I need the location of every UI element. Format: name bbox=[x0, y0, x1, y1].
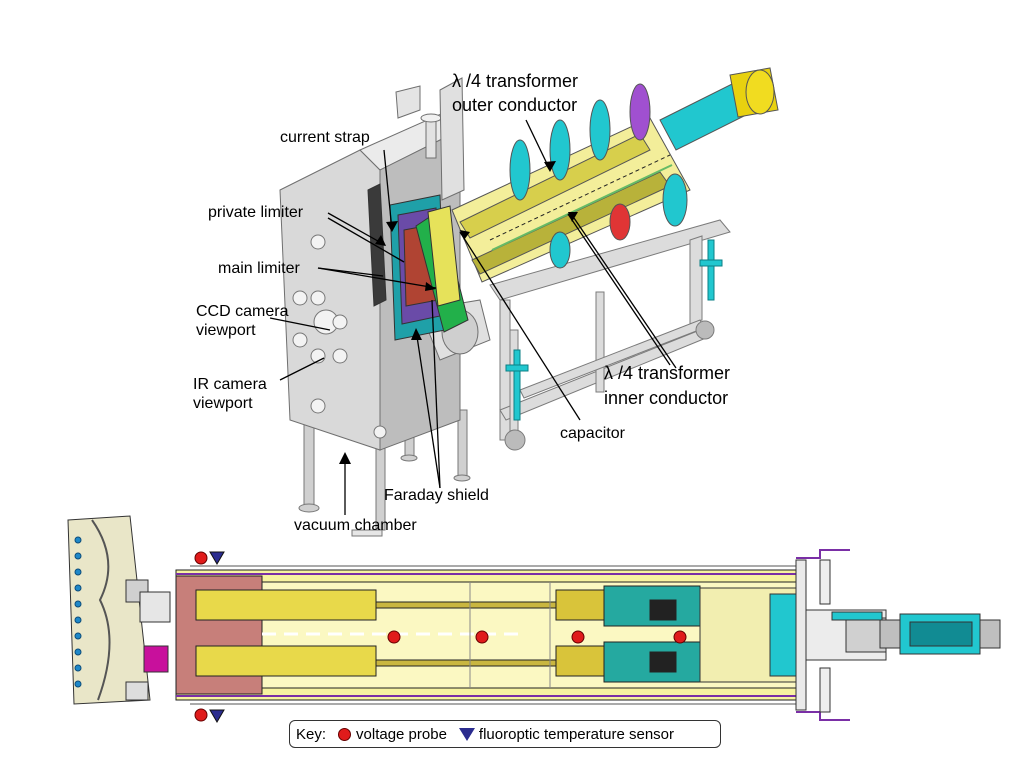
label-transformer-outer-2: outer conductor bbox=[452, 95, 578, 115]
voltage-probe-bottom bbox=[194, 708, 208, 722]
temperature-sensors bbox=[209, 551, 225, 723]
temperature-sensor-top bbox=[209, 551, 225, 565]
label-current-strap: current strap bbox=[280, 129, 370, 146]
legend-key: Key: voltage probe fluoroptic temperatur… bbox=[289, 720, 721, 748]
label-ccd-camera-1: CCD camera bbox=[196, 303, 289, 320]
label-transformer-outer-1: λ /4 transformer bbox=[452, 71, 579, 91]
temperature-sensor-bottom bbox=[209, 709, 225, 723]
label-ir-camera-1: IR camera bbox=[193, 376, 267, 393]
feedthrough-section bbox=[699, 549, 1001, 721]
annotation-arrows bbox=[269, 119, 677, 515]
voltage-probe-3 bbox=[571, 630, 585, 644]
key-temperature-sensor: fluoroptic temperature sensor bbox=[478, 725, 675, 743]
arrow-heads bbox=[339, 161, 578, 464]
voltage-probe-4 bbox=[673, 630, 687, 644]
label-vacuum-chamber: vacuum chamber bbox=[294, 517, 417, 534]
transformer-coax bbox=[451, 67, 779, 283]
label-private-limiter: private limiter bbox=[208, 204, 304, 221]
coax-body bbox=[175, 565, 797, 705]
temperature-sensor-icon bbox=[458, 727, 475, 741]
label-transformer-inner-1: λ /4 transformer bbox=[604, 363, 731, 383]
support-frame bbox=[489, 219, 731, 451]
voltage-probe-top bbox=[194, 551, 208, 565]
voltage-probes bbox=[194, 551, 687, 722]
voltage-probe-icon bbox=[338, 727, 352, 741]
label-faraday-shield: Faraday shield bbox=[384, 487, 489, 504]
label-main-limiter: main limiter bbox=[218, 260, 300, 277]
voltage-probe-1 bbox=[387, 630, 401, 644]
label-transformer-inner-2: inner conductor bbox=[604, 388, 729, 408]
cyan-jacks bbox=[505, 239, 723, 421]
label-ir-camera-2: viewport bbox=[193, 395, 253, 412]
voltage-probe-2 bbox=[475, 630, 489, 644]
key-voltage-probe: voltage probe bbox=[356, 725, 447, 743]
key-title: Key: bbox=[296, 725, 327, 743]
antenna-front bbox=[367, 183, 469, 341]
label-ccd-camera-2: viewport bbox=[196, 322, 256, 339]
front-end-section bbox=[67, 515, 171, 705]
label-capacitor: capacitor bbox=[560, 425, 625, 442]
